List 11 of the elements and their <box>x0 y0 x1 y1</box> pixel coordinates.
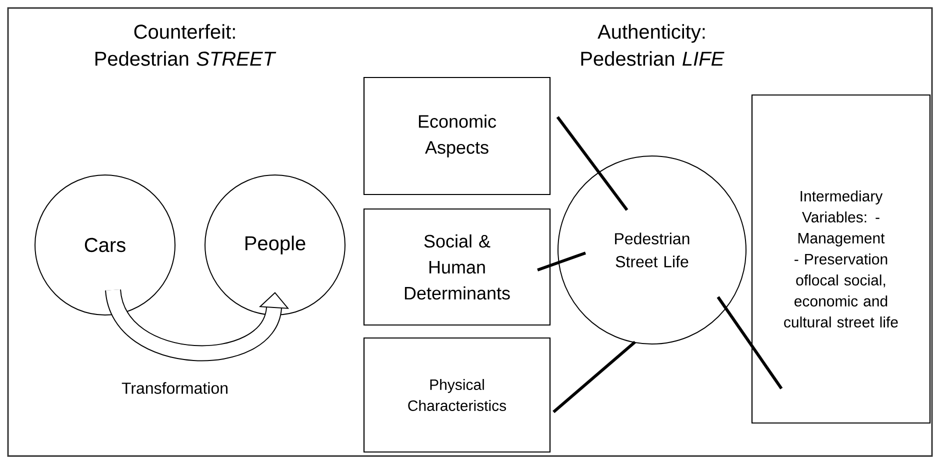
factor-box: Social & Human Determinants <box>363 208 551 326</box>
connector-line <box>537 252 586 272</box>
factor-box: Intermediary Variables: -Management - Preservation oflocal social, economic and cultural street life <box>751 94 931 424</box>
connector-line <box>556 116 628 211</box>
factor-box: Economic Aspects <box>363 76 551 196</box>
edge-label: Transformation <box>120 381 230 395</box>
connector-line <box>716 296 783 390</box>
connector-line <box>552 340 636 414</box>
heading: Authenticity: Pedestrian LIFE <box>581 24 724 66</box>
factor-box: Physical Characteristics <box>363 337 551 453</box>
heading: Counterfeit: Pedestrian STREET <box>95 24 276 66</box>
